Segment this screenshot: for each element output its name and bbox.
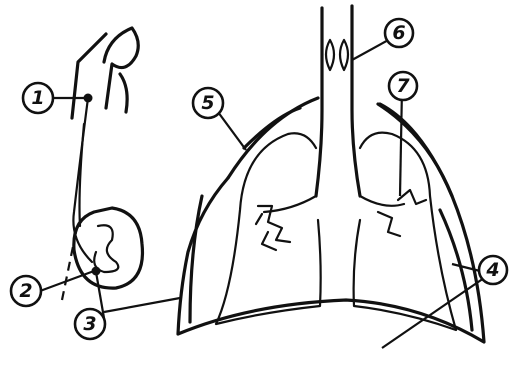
left-lung: [216, 133, 321, 324]
label-2: 2: [11, 276, 41, 306]
right-lung: [354, 133, 456, 330]
label-6: 6: [385, 19, 413, 47]
label-7: 7: [389, 72, 417, 100]
label-1-text: 1: [31, 87, 44, 109]
head-outline: [72, 28, 138, 118]
label-4: 4: [479, 256, 507, 284]
trachea: [316, 6, 360, 196]
label-1: 1: [23, 83, 53, 113]
label-4-text: 4: [485, 259, 499, 281]
nerve-path: [73, 94, 92, 263]
label-7-text: 7: [396, 75, 410, 97]
label-3-text: 3: [83, 313, 96, 335]
label-6-text: 6: [392, 22, 405, 44]
label-2-text: 2: [19, 280, 32, 302]
label-3: 3: [75, 309, 105, 339]
label-5-text: 5: [201, 92, 214, 114]
label-5: 5: [193, 88, 223, 118]
